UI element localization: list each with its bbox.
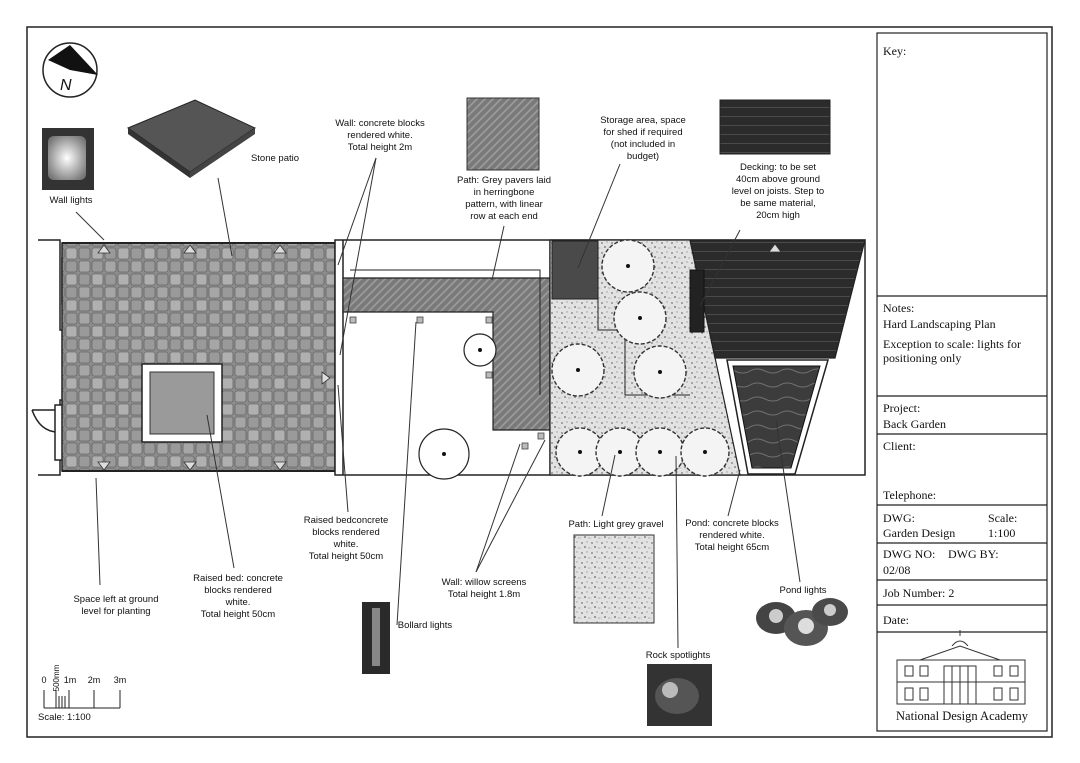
north-arrow-icon <box>42 42 98 98</box>
storage-area-label: Storage area, space for shed if required… <box>600 115 686 162</box>
leader-lines <box>75 157 801 649</box>
decking-label: Decking: to be set 40cm above ground lev… <box>731 162 825 221</box>
dwg-value: Garden Design <box>883 526 956 540</box>
national-design-academy-logo <box>896 630 1026 705</box>
space-left-label: Space left at ground level for planting <box>73 594 159 617</box>
grey-pavers-thumbnail <box>466 97 540 171</box>
shrub-centres <box>576 264 707 454</box>
stone-patio-label: Stone patio <box>250 153 300 164</box>
light-grey-gravel-thumbnail <box>573 534 655 624</box>
wall-light-thumbnail <box>42 128 94 190</box>
scale-bar-graphic <box>43 690 121 709</box>
dwg-no-label: DWG NO: <box>883 547 936 561</box>
job-number: Job Number: 2 <box>883 586 955 600</box>
willow-wall-label: Wall: willow screens Total height 1.8m <box>441 577 527 600</box>
pond-lights-label: Pond lights <box>779 585 827 596</box>
notes-title: Hard Landscaping Plan <box>883 317 996 331</box>
decking-thumbnail <box>719 99 831 155</box>
wall-light-markers <box>97 243 782 471</box>
dwg-no-value: 02/08 <box>883 563 911 577</box>
client-label: Client: <box>883 439 916 453</box>
north-label: N <box>60 77 72 94</box>
storage-area <box>551 240 599 300</box>
key-label: Key: <box>883 44 907 58</box>
project-label: Project: <box>883 401 921 415</box>
scale-tick-2m: 2m <box>87 675 101 685</box>
academy-name: National Design Academy <box>896 709 1028 723</box>
title-block-frame <box>876 32 1048 732</box>
scale-caption: Scale: 1:100 <box>38 712 91 723</box>
wall-concrete-label: Wall: concrete blocks rendered white. To… <box>335 118 425 153</box>
raised-bed-2-label: Raised bed: concrete blocks rendered whi… <box>193 573 283 620</box>
pond-label: Pond: concrete blocks rendered white. To… <box>685 518 779 553</box>
scale-label: Scale: <box>988 511 1018 525</box>
wall-lights-label: Wall lights <box>49 195 93 206</box>
rock-spotlight-thumbnail <box>647 664 712 726</box>
scale-value: 1:100 <box>988 526 1016 540</box>
notes-label: Notes: <box>883 301 915 315</box>
dwg-label: DWG: <box>883 511 915 525</box>
bollard-markers <box>349 316 545 450</box>
gravel-path-label: Path: Light grey gravel <box>568 519 664 530</box>
paver-path-label: Path: Grey pavers laid in herringbone pa… <box>457 175 551 222</box>
raised-bed-1-label: Raised bedconcrete blocks rendered white… <box>303 515 389 562</box>
decking-area <box>689 239 866 359</box>
notes-body: Exception to scale: lights for positioni… <box>883 337 1021 365</box>
scale-tick-1m: 1m <box>63 675 77 685</box>
scale-tick-3m: 3m <box>113 675 127 685</box>
date-label: Date: <box>883 613 909 627</box>
bollard-lights-label: Bollard lights <box>397 620 453 631</box>
stone-patio-thumbnail <box>126 99 257 178</box>
scale-tick-0: 0 <box>41 675 47 685</box>
dwg-by-label: DWG BY: <box>948 547 999 561</box>
rock-spotlights-label: Rock spotlights <box>645 650 711 661</box>
telephone-label: Telephone: <box>883 488 937 502</box>
sheet-border <box>26 26 1053 738</box>
project-value: Back Garden <box>883 417 946 431</box>
pond-lights-thumbnail <box>756 598 848 646</box>
